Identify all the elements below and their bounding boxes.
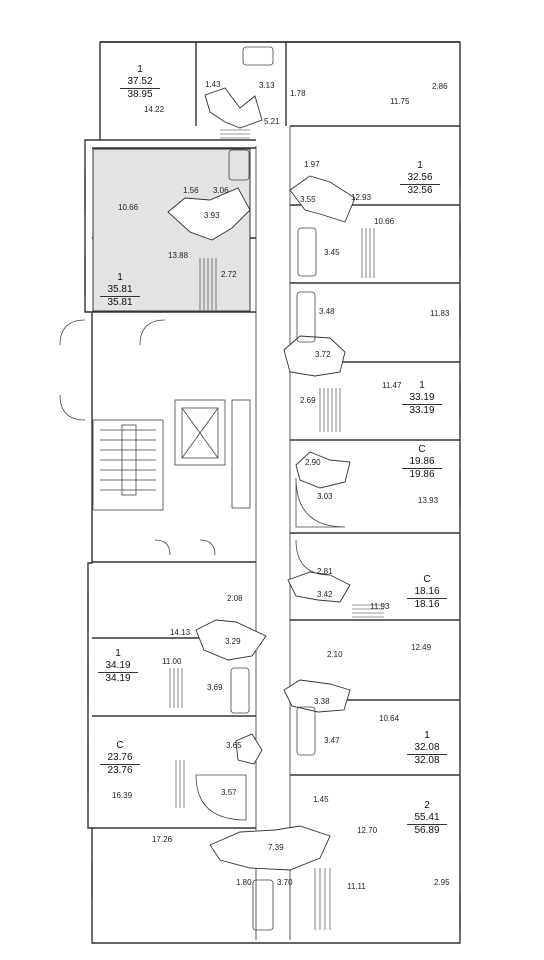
room-area: 13.93 (418, 496, 439, 505)
total-area: 19.86 (402, 468, 442, 481)
room-area: 11.93 (370, 602, 390, 611)
apartment-label: С 18.16 18.16 (407, 574, 447, 611)
room-area: 3.55 (300, 195, 316, 204)
room-area: 17.26 (152, 835, 173, 844)
room-area: 11.75 (390, 97, 410, 106)
living-area: 19.86 (409, 456, 435, 467)
living-area: 55.41 (414, 812, 440, 823)
apartment-label: 1 35.81 35.81 (100, 272, 140, 309)
room-area: 10.66 (374, 217, 395, 226)
room-area: 10.66 (118, 203, 139, 212)
room-area: 1.43 (205, 80, 221, 89)
apartment-type: 1 (115, 648, 121, 659)
room-area: 3.47 (324, 736, 340, 745)
room-area: 11.83 (430, 309, 450, 318)
room-area: 3.69 (207, 683, 223, 692)
room-area: 3.72 (315, 350, 331, 359)
room-area: 7.39 (268, 843, 284, 852)
apartment-type: 1 (117, 272, 123, 283)
room-area: 1.45 (313, 795, 329, 804)
room-area: 16.39 (112, 791, 133, 800)
room-area: 11.11 (347, 882, 366, 891)
apartment-type: 1 (137, 64, 143, 75)
room-area: 11.47 (382, 381, 402, 390)
total-area: 32.08 (407, 754, 447, 767)
room-area: 10.64 (379, 714, 400, 723)
room-area: 3.03 (317, 492, 333, 501)
room-area: 1.80 (236, 878, 252, 887)
room-area: 2.90 (305, 458, 321, 467)
living-area: 37.52 (127, 76, 153, 87)
apartment-label: 1 37.52 38.95 (120, 64, 160, 101)
room-area: 3.13 (259, 81, 275, 90)
room-area: 3.45 (324, 248, 340, 257)
apartment-type: 2 (424, 800, 430, 811)
room-area: 2.81 (317, 567, 333, 576)
living-area: 23.76 (107, 752, 133, 763)
apartment-label: 1 33.19 33.19 (402, 380, 442, 417)
room-area: 3.06 (213, 186, 229, 195)
total-area: 34.19 (98, 672, 138, 685)
apartment-type: 1 (424, 730, 430, 741)
total-area: 35.81 (100, 296, 140, 309)
room-area: 3.38 (314, 697, 330, 706)
room-area: 13.88 (168, 251, 189, 260)
room-area: 3.29 (225, 637, 241, 646)
total-area: 23.76 (100, 764, 140, 777)
total-area: 38.95 (120, 88, 160, 101)
room-area: 14.13 (170, 628, 191, 637)
room-area: 2.69 (300, 396, 316, 405)
room-area: 3.93 (204, 211, 220, 220)
total-area: 33.19 (402, 404, 442, 417)
room-area: 12.70 (357, 826, 378, 835)
apartment-label: 1 34.19 34.19 (98, 648, 138, 685)
living-area: 32.08 (414, 742, 440, 753)
room-area: 3.48 (319, 307, 335, 316)
total-area: 56.89 (407, 824, 447, 837)
apartment-type: С (418, 444, 426, 455)
room-area: 2.95 (434, 878, 450, 887)
apartment-label: С 23.76 23.76 (100, 740, 140, 777)
room-area: 2.10 (327, 650, 343, 659)
room-area: 14.22 (144, 105, 165, 114)
living-area: 34.19 (105, 660, 131, 671)
room-area: 1.78 (290, 89, 306, 98)
room-area: 3.57 (221, 788, 237, 797)
living-area: 33.19 (409, 392, 435, 403)
room-area: 2.72 (221, 270, 237, 279)
room-area: 3.65 (226, 741, 242, 750)
room-area: 12.93 (351, 193, 372, 202)
room-area: 5.21 (264, 117, 280, 126)
apartment-label: 2 55.41 56.89 (407, 800, 447, 837)
room-area: 1.56 (183, 186, 199, 195)
apartment-label: С 19.86 19.86 (402, 444, 442, 481)
room-area: 11.00 (162, 657, 182, 666)
apartment-type: 1 (419, 380, 425, 391)
room-area: 3.42 (317, 590, 333, 599)
room-area: 2.86 (432, 82, 448, 91)
room-area: 3.70 (277, 878, 293, 887)
living-area: 18.16 (414, 586, 440, 597)
apartment-type: 1 (417, 160, 423, 171)
room-area: 2.08 (227, 594, 243, 603)
total-area: 32.56 (400, 184, 440, 197)
living-area: 32.56 (407, 172, 433, 183)
apartment-label: 1 32.08 32.08 (407, 730, 447, 767)
apartment-label: 1 32.56 32.56 (400, 160, 440, 197)
apartment-type: С (116, 740, 124, 751)
apartment-type: С (423, 574, 431, 585)
total-area: 18.16 (407, 598, 447, 611)
living-area: 35.81 (107, 284, 133, 295)
room-area: 1.97 (304, 160, 320, 169)
room-area: 12.49 (411, 643, 432, 652)
